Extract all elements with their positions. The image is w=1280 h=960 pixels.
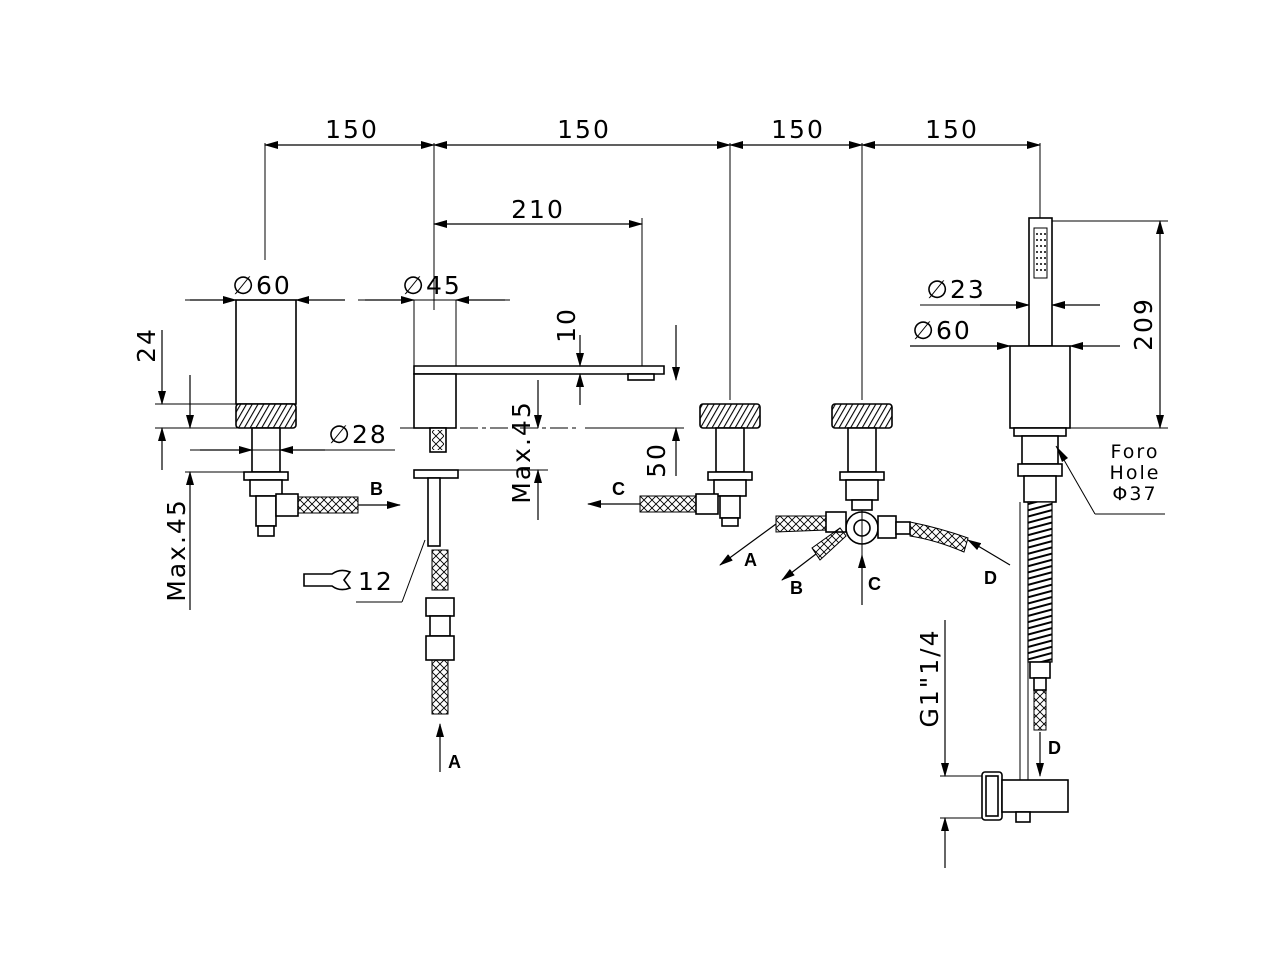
dim-spacing-4: 150: [925, 115, 979, 144]
label-a-bottom: A: [448, 752, 461, 772]
dim-thread-size: G1"1/4: [915, 628, 944, 727]
label-b-diverter: B: [790, 578, 803, 598]
dim-handle-diameter: ∅60: [232, 271, 292, 300]
spacing-dimensions: 150 150 150 150: [264, 115, 1041, 400]
dim-spout-reach: 210: [511, 195, 565, 224]
dim-handshower-base-diameter: ∅60: [912, 316, 972, 345]
left-handle-valve: ∅60 B 24 ∅28 Max.45: [132, 271, 401, 610]
dim-max-deck-center: Max.45: [507, 400, 536, 503]
dim-spout-thickness: 10: [552, 307, 581, 343]
label-c-diverter: C: [868, 574, 881, 594]
label-d-hose: D: [1048, 738, 1061, 758]
label-b-left: B: [370, 479, 383, 499]
dim-max-deck-left: Max.45: [162, 498, 191, 601]
dim-handle-height: 24: [132, 327, 161, 363]
right-handle-valve: C: [587, 403, 761, 527]
label-d-diverter: D: [984, 568, 997, 588]
hole-note-line2: Hole: [1110, 462, 1161, 484]
dim-spacing-1: 150: [325, 115, 379, 144]
dim-wrench-size: 12: [358, 567, 394, 596]
hole-note-line3: Φ37: [1112, 483, 1157, 505]
dim-spacing-3: 150: [771, 115, 825, 144]
spray-nozzles: [1036, 233, 1046, 271]
dim-handshower-diameter: ∅23: [926, 275, 986, 304]
label-c-right-valve: C: [612, 479, 625, 499]
dim-spacing-2: 150: [557, 115, 611, 144]
dim-spout-height: 50: [642, 442, 671, 478]
dim-spout-diameter: ∅45: [402, 271, 462, 300]
label-a-diverter: A: [744, 550, 757, 570]
spout: ∅45 210 12 A 10: [303, 195, 684, 772]
hole-note-line1: Foro: [1111, 441, 1160, 463]
dim-handshower-height: 209: [1129, 297, 1158, 351]
hand-shower: ∅23 ∅60 209 Foro Hole: [910, 217, 1168, 868]
diverter-valve: A B C D: [719, 403, 1011, 605]
dim-shank-diameter: ∅28: [328, 420, 388, 449]
